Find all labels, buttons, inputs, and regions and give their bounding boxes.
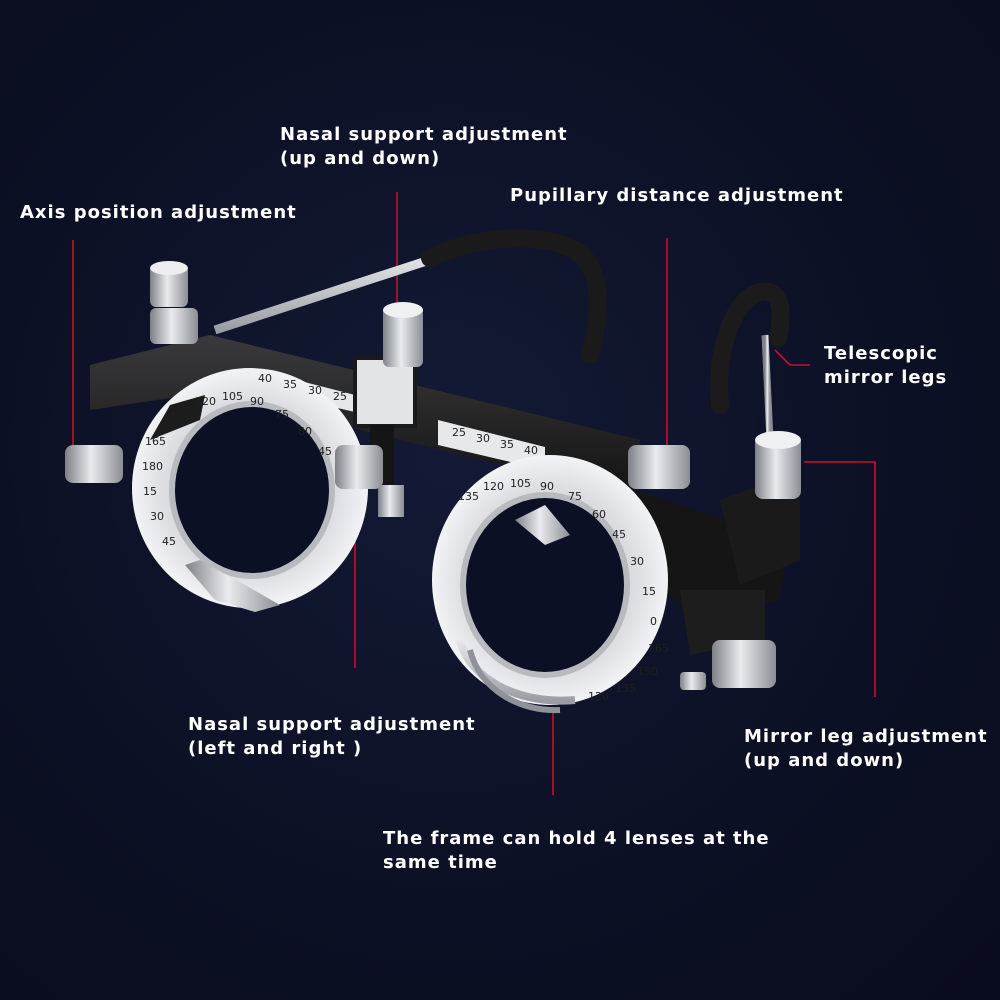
label-line: (left and right ) <box>188 738 363 759</box>
knob-axis-side <box>65 445 123 483</box>
pd-left-tick: 40 <box>258 372 272 385</box>
axis-left-tick: 165 <box>145 435 166 448</box>
axis-right-tick: 105 <box>510 477 531 490</box>
axis-left-tick: 45 <box>318 445 332 458</box>
label-line: mirror legs <box>824 367 948 388</box>
right-lens-ring <box>432 455 668 714</box>
label-line: Mirror leg adjustment <box>744 726 988 747</box>
axis-left-tick: 60 <box>298 425 312 438</box>
axis-right-tick: 120 <box>588 690 609 703</box>
label-telescopic-legs: Telescopic mirror legs <box>824 342 947 390</box>
axis-left-tick: 15 <box>143 485 157 498</box>
label-line: The frame can hold 4 lenses at the <box>383 828 770 849</box>
axis-left-tick: 30 <box>150 510 164 523</box>
pd-right-tick: 25 <box>452 426 466 439</box>
axis-left-tick: 120 <box>195 395 216 408</box>
axis-left-tick: 45 <box>162 535 176 548</box>
back-temple <box>213 229 607 364</box>
knob-bottom-right <box>712 640 776 688</box>
pd-left-tick: 35 <box>283 378 297 391</box>
axis-left-tick: 135 <box>170 405 191 418</box>
pd-right-tick: 30 <box>476 432 490 445</box>
knob-axis-top <box>150 261 188 307</box>
label-axis-position: Axis position adjustment <box>20 201 297 225</box>
pd-right-tick: 40 <box>524 444 538 457</box>
axis-right-tick: 90 <box>540 480 554 493</box>
label-nasal-support-up-down: Nasal support adjustment (up and down) <box>280 123 568 171</box>
left-lens-ring <box>132 368 368 612</box>
label-line: (up and down) <box>744 750 905 771</box>
pd-right-tick: 35 <box>500 438 514 451</box>
axis-right-tick: 165 <box>648 642 669 655</box>
knob-axis-mid <box>150 308 198 344</box>
label-frame-holds-lenses: The frame can hold 4 lenses at the same … <box>383 827 770 875</box>
axis-left-tick: 90 <box>250 395 264 408</box>
axis-right-tick: 135 <box>458 490 479 503</box>
label-line: Pupillary distance adjustment <box>510 185 844 206</box>
telescopic-temple <box>710 282 790 441</box>
knob-pupillary <box>628 445 690 489</box>
knob-small <box>680 672 706 690</box>
label-line: (up and down) <box>280 148 441 169</box>
label-pupillary-distance: Pupillary distance adjustment <box>510 184 844 208</box>
axis-right-tick: 15 <box>642 585 656 598</box>
axis-right-tick: 60 <box>592 508 606 521</box>
adjustment-knobs <box>65 261 801 690</box>
label-line: Nasal support adjustment <box>280 124 568 145</box>
label-line: Nasal support adjustment <box>188 714 476 735</box>
axis-left-tick: 75 <box>275 408 289 421</box>
knob-mirror-leg <box>755 431 801 499</box>
axis-right-tick: 75 <box>568 490 582 503</box>
axis-right-tick: 45 <box>612 528 626 541</box>
leader-mirror-leg <box>804 461 876 697</box>
label-line: Telescopic <box>824 343 938 364</box>
label-line: Axis position adjustment <box>20 202 297 223</box>
axis-right-tick: 120 <box>483 480 504 493</box>
knob-nasal-leftright <box>335 445 383 489</box>
axis-left-tick: 105 <box>222 390 243 403</box>
pd-left-tick: 30 <box>308 384 322 397</box>
axis-right-tick: 150 <box>637 665 658 678</box>
label-nasal-support-left-right: Nasal support adjustment (left and right… <box>188 713 476 761</box>
pd-left-tick: 25 <box>333 390 347 403</box>
label-line: same time <box>383 852 498 873</box>
axis-right-tick: 0 <box>650 615 657 628</box>
axis-right-tick: 30 <box>630 555 644 568</box>
axis-left-tick: 180 <box>142 460 163 473</box>
scale-labels: 40 35 30 25 25 30 35 40 135 120 105 90 7… <box>142 372 669 703</box>
leader-telescopic <box>774 349 810 366</box>
axis-right-tick: 135 <box>615 682 636 695</box>
label-mirror-leg-adjustment: Mirror leg adjustment (up and down) <box>744 725 988 773</box>
knob-nasal-updown <box>383 302 423 367</box>
